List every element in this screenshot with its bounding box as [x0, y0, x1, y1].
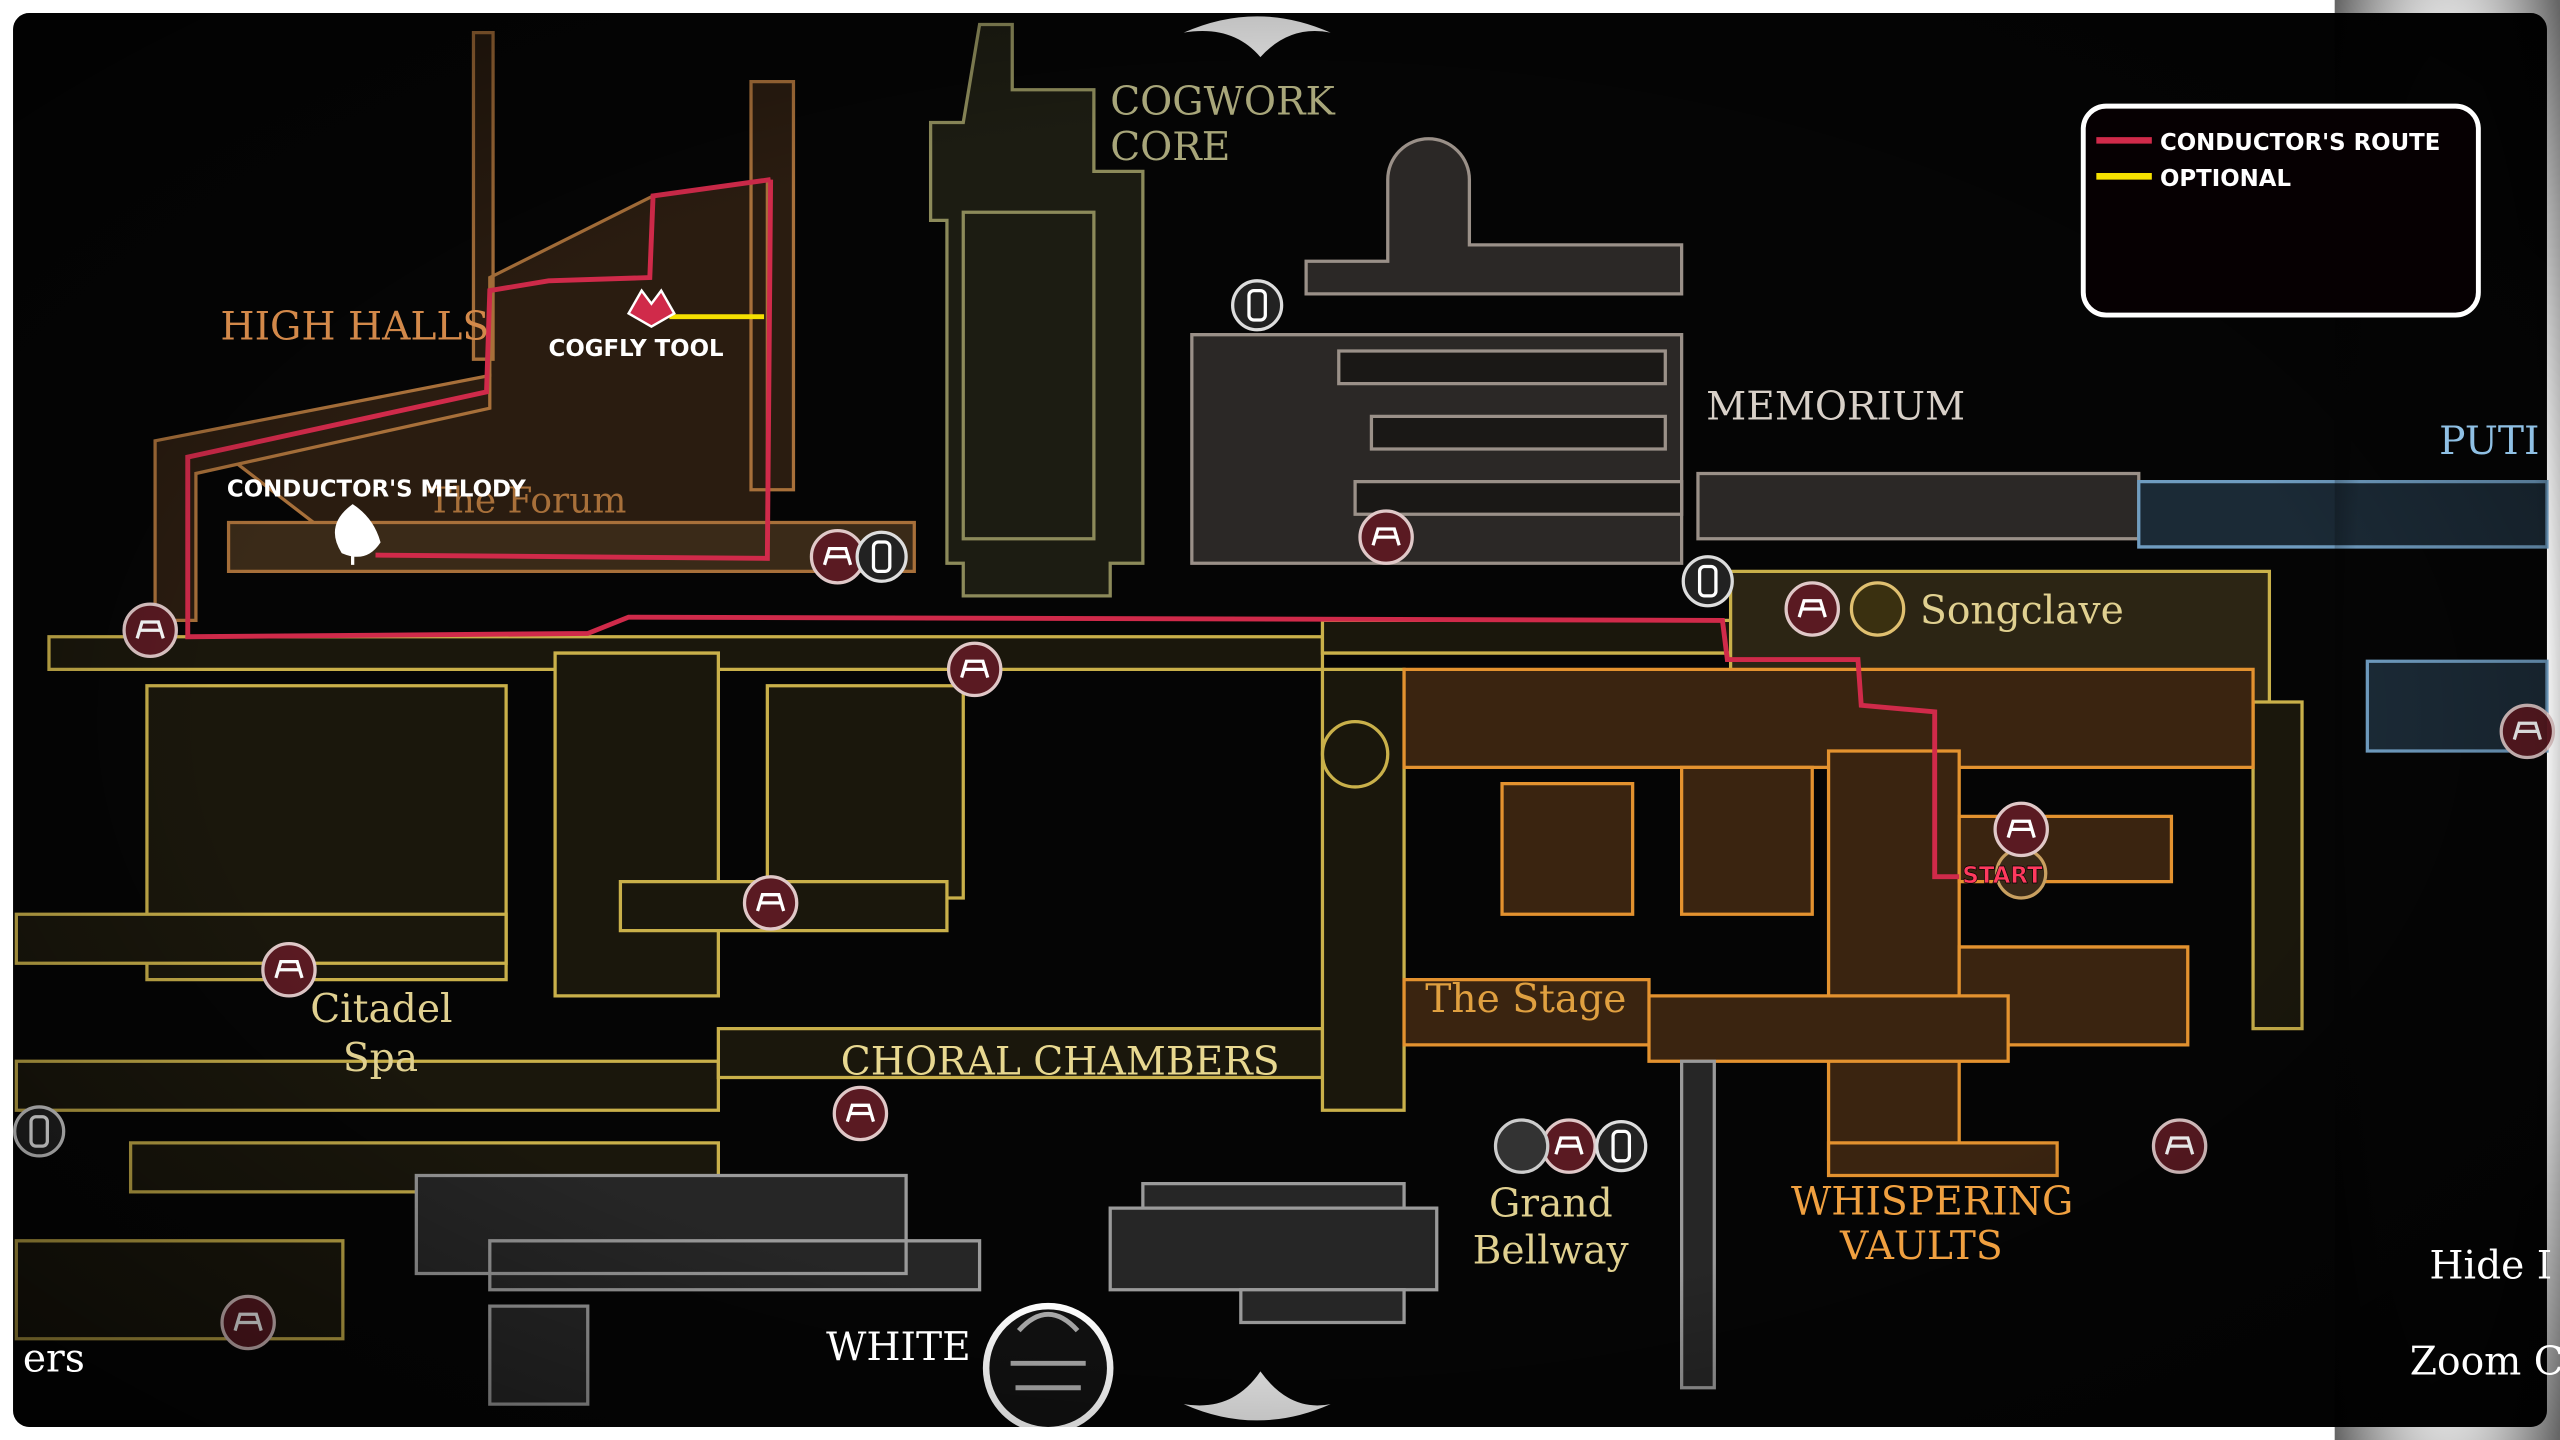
whiteward-crest-icon [982, 1302, 1114, 1434]
label-start: START [1962, 863, 2043, 889]
label-songclave: Songclave [1920, 589, 2124, 634]
bench-icon[interactable] [742, 875, 799, 931]
elevator-station-icon[interactable] [1595, 1120, 1648, 1173]
zoom-button[interactable]: Zoom C [2410, 1340, 2560, 1385]
bench-icon[interactable] [220, 1294, 276, 1351]
label-the-forum: The Forum [428, 481, 627, 522]
bench-icon[interactable] [1541, 1118, 1597, 1174]
label-grand-bellway-2: Bellway [1473, 1229, 1630, 1274]
bench-icon[interactable] [1784, 581, 1840, 637]
label-grand-bellway-1: Grand [1489, 1181, 1613, 1226]
elevator-station-icon[interactable] [13, 1105, 66, 1158]
label-memorium: MEMORIUM [1706, 385, 1965, 430]
label-putrified: PUTI [2439, 419, 2539, 464]
label-cogwork-core-2: CORE [1110, 125, 1230, 170]
label-choral-chambers: CHORAL CHAMBERS [841, 1039, 1280, 1084]
bench-icon[interactable] [2499, 703, 2556, 760]
bench-icon[interactable] [1993, 801, 2049, 858]
label-cogfly-tool: COGFLY TOOL [549, 336, 724, 362]
legend-optional-label: OPTIONAL [2160, 166, 2291, 192]
label-whispering-vaults-2: VAULTS [1839, 1224, 2003, 1269]
label-whiteward: WHITE [826, 1325, 971, 1370]
legend: CONDUCTOR'S ROUTE OPTIONAL [2080, 103, 2481, 318]
label-citadel-spa-1: Citadel [310, 987, 452, 1032]
elevator-station-icon[interactable] [1681, 555, 1734, 608]
label-whispering-vaults-1: WHISPERING [1791, 1180, 2073, 1225]
elevator-station-icon[interactable] [1231, 279, 1284, 332]
bench-icon[interactable] [946, 641, 1003, 698]
bench-icon[interactable] [122, 602, 178, 658]
label-citadel-spa-2: Spa [343, 1036, 418, 1081]
songclave-npc-icon[interactable] [1849, 581, 1906, 637]
bench-icon[interactable] [2151, 1118, 2208, 1174]
bench-icon[interactable] [832, 1085, 889, 1142]
bench-icon[interactable] [1358, 509, 1414, 565]
label-cogwork-core-1: COGWORK [1110, 79, 1335, 124]
bench-icon[interactable] [261, 942, 317, 998]
hide-markers-button[interactable]: Hide I [2429, 1243, 2552, 1288]
legend-route-label: CONDUCTOR'S ROUTE [2160, 130, 2440, 156]
elevator-station-icon[interactable] [855, 530, 908, 583]
label-conductors-melody: CONDUCTOR'S MELODY [227, 476, 526, 502]
label-high-halls: HIGH HALLS [220, 305, 489, 350]
label-the-stage: The Stage [1425, 977, 1626, 1022]
bellway-icon[interactable] [1493, 1118, 1550, 1174]
label-left-edge: ers [23, 1336, 85, 1381]
